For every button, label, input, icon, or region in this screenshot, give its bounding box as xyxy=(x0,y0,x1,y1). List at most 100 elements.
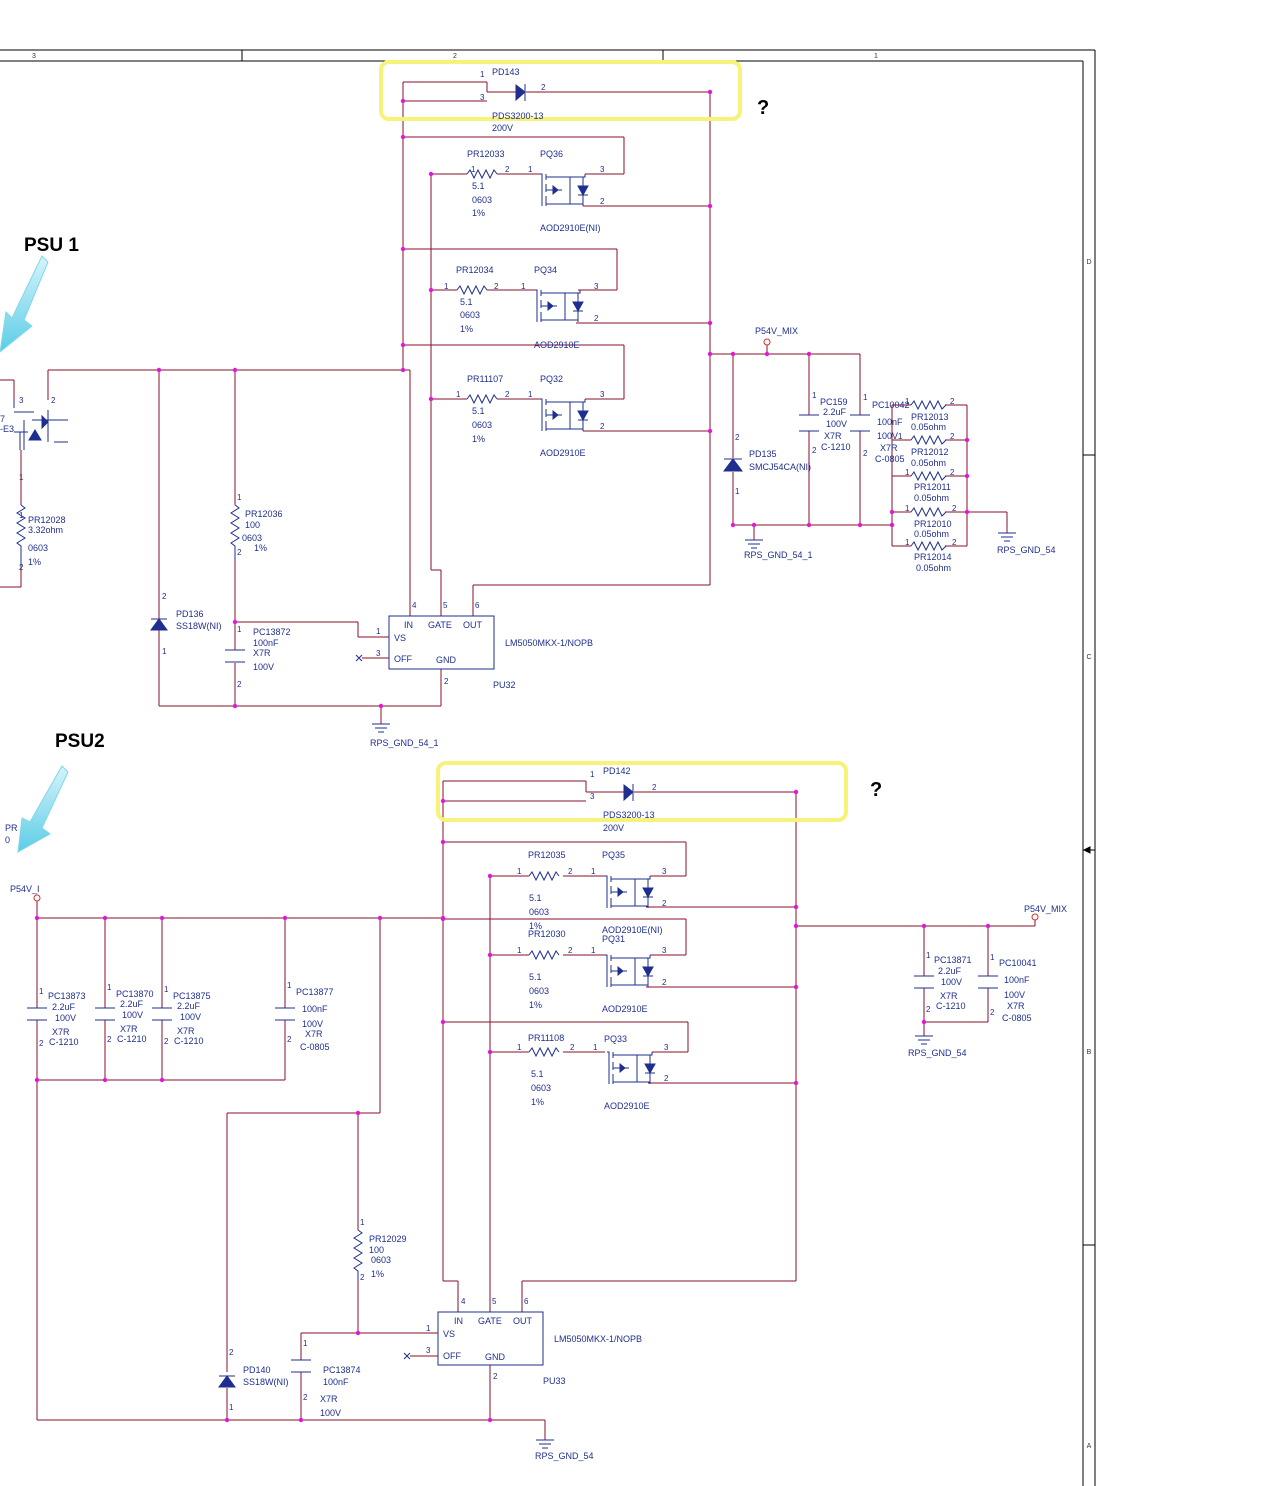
pr12011-value: 0.05ohm xyxy=(914,493,949,503)
svg-text:5: 5 xyxy=(492,1297,497,1306)
pq33-part: AOD2910E xyxy=(604,1101,650,1111)
pc10042-voltage: 100V xyxy=(877,431,898,441)
pc13871-ref: PC13871 xyxy=(934,955,972,965)
svg-text:1: 1 xyxy=(528,165,533,174)
p54v-mix-label-lower: P54V_MIX xyxy=(1024,904,1067,914)
svg-text:1: 1 xyxy=(521,282,526,291)
pu32-ref: PU32 xyxy=(493,680,516,690)
svg-text:2: 2 xyxy=(287,1035,292,1044)
pr12014-ref: PR12014 xyxy=(914,552,952,562)
pr12029-tolerance: 1% xyxy=(371,1269,384,1279)
svg-text:1: 1 xyxy=(303,1339,308,1348)
pu33-pin-off: OFF xyxy=(443,1351,461,1361)
pc13871-value: 2.2uF xyxy=(938,966,962,976)
pc10042-package: C-0805 xyxy=(875,454,905,464)
svg-text:2: 2 xyxy=(39,1039,44,1048)
zone-label-side: A xyxy=(1087,1443,1092,1450)
psu2-label: PSU2 xyxy=(55,731,105,752)
svg-text:2: 2 xyxy=(541,83,546,92)
pr12010-ref: PR12010 xyxy=(914,519,952,529)
pr12029-value: 100 xyxy=(369,1245,384,1255)
pc13877-package: C-0805 xyxy=(300,1042,330,1052)
svg-text:1: 1 xyxy=(229,1403,234,1412)
pc13877-value: 100nF xyxy=(302,1004,328,1014)
gnd-label-lower: RPS_GND_54 xyxy=(535,1451,594,1461)
left-pr-ref: PR xyxy=(5,823,18,833)
svg-text:1: 1 xyxy=(905,397,910,406)
psu1-arrow xyxy=(0,255,49,353)
svg-text:1: 1 xyxy=(19,473,24,482)
pd140-ref: PD140 xyxy=(243,1365,271,1375)
p54v-i-label: P54V_I xyxy=(10,884,40,894)
pr11108-package: 0603 xyxy=(531,1083,551,1093)
svg-text:3: 3 xyxy=(662,946,667,955)
pd142-ref: PD142 xyxy=(603,766,631,776)
pr12033-value: 5.1 xyxy=(472,181,485,191)
pc13872-value: 100nF xyxy=(253,638,279,648)
svg-text:1: 1 xyxy=(426,1324,431,1333)
pr12030-ref: PR12030 xyxy=(528,929,566,939)
svg-text:2: 2 xyxy=(662,899,667,908)
pr12036-ref: PR12036 xyxy=(245,509,283,519)
pu33-ref: PU33 xyxy=(543,1376,566,1386)
pu33-pin-out: OUT xyxy=(513,1316,533,1326)
svg-text:1: 1 xyxy=(591,946,596,955)
svg-text:2: 2 xyxy=(505,165,510,174)
pr12028-tolerance: 1% xyxy=(28,557,41,567)
svg-text:3: 3 xyxy=(600,390,605,399)
p54v-mix-label-upper: P54V_MIX xyxy=(755,326,798,336)
svg-text:2: 2 xyxy=(863,449,868,458)
question-mark-top: ? xyxy=(757,97,769,119)
pr12035-ref: PR12035 xyxy=(528,850,566,860)
svg-text:1: 1 xyxy=(591,867,596,876)
pd136-part: SS18W(NI) xyxy=(176,621,222,631)
pq34-part: AOD2910E xyxy=(534,340,580,350)
pr12034-package: 0603 xyxy=(460,310,480,320)
zone-label-top: 1 xyxy=(874,53,878,60)
pr12030-value: 5.1 xyxy=(529,972,542,982)
pc13874-value: 100nF xyxy=(323,1377,349,1387)
pc10041-dielectric: X7R xyxy=(1007,1001,1025,1011)
svg-text:1: 1 xyxy=(863,393,868,402)
pr12034-value: 5.1 xyxy=(460,297,473,307)
svg-text:1: 1 xyxy=(162,647,167,656)
svg-text:1: 1 xyxy=(517,1043,522,1052)
svg-text:2: 2 xyxy=(950,397,955,406)
pr12036-package: 0603 xyxy=(242,533,262,543)
pr12033-package: 0603 xyxy=(472,195,492,205)
svg-text:2: 2 xyxy=(107,1035,112,1044)
svg-text:3: 3 xyxy=(426,1346,431,1355)
svg-text:2: 2 xyxy=(600,197,605,206)
pc13870-voltage: 100V xyxy=(122,1010,143,1020)
svg-text:2: 2 xyxy=(19,563,24,572)
pc13871-dielectric: X7R xyxy=(940,991,958,1001)
svg-text:3: 3 xyxy=(664,1043,669,1052)
pc13873-ref: PC13873 xyxy=(48,991,86,1001)
svg-text:1: 1 xyxy=(735,487,740,496)
drawing-frame xyxy=(0,49,1096,1486)
pr12028-value: 3.32ohm xyxy=(28,525,63,535)
pr12012-value: 0.05ohm xyxy=(911,458,946,468)
pc13873-dielectric: X7R xyxy=(52,1027,70,1037)
pc159-package: C-1210 xyxy=(821,442,851,452)
svg-text:1: 1 xyxy=(376,627,381,636)
highlight-box-top xyxy=(379,60,742,121)
pr11108-value: 5.1 xyxy=(531,1069,544,1079)
pr12034-tolerance: 1% xyxy=(460,324,473,334)
pc13875-voltage: 100V xyxy=(180,1012,201,1022)
gnd-label-upper-right: RPS_GND_54_1 xyxy=(744,550,813,560)
pc13872-ref: PC13872 xyxy=(253,627,291,637)
wires-upper xyxy=(0,81,1008,724)
pu33-pin-gate: GATE xyxy=(478,1316,502,1326)
svg-text:4: 4 xyxy=(461,1297,466,1306)
svg-text:1: 1 xyxy=(517,867,522,876)
pr12030-package: 0603 xyxy=(529,986,549,996)
pd143-voltage: 200V xyxy=(492,123,513,133)
pu32-pin-off: OFF xyxy=(394,654,412,664)
svg-text:1: 1 xyxy=(107,983,112,992)
pr12036-tolerance: 1% xyxy=(254,543,267,553)
pc10042-value: 100nF xyxy=(877,417,903,427)
pc13870-package: C-1210 xyxy=(117,1034,147,1044)
question-mark-bottom: ? xyxy=(870,779,882,801)
